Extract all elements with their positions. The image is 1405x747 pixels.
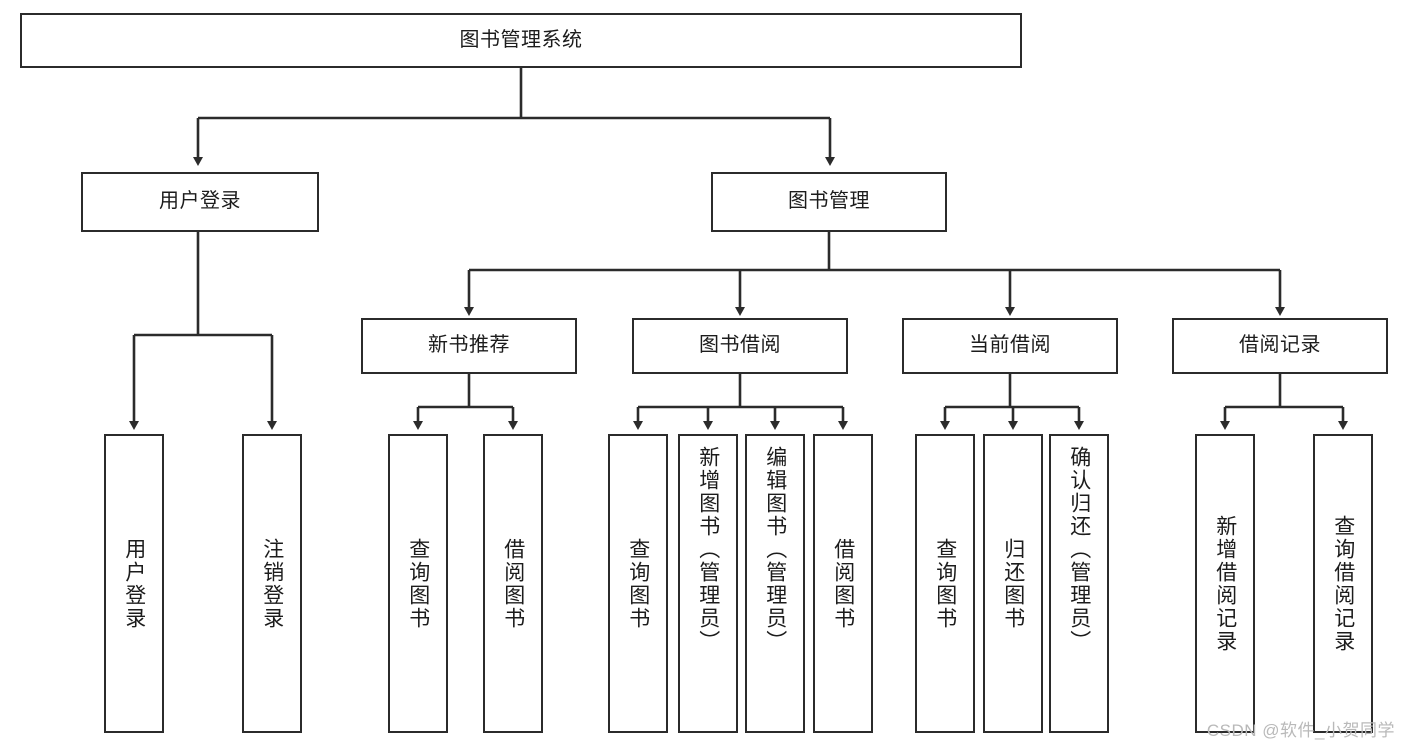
leaf-confirm-return-label: 确认归还（管理员） (1067, 446, 1091, 653)
leaf-query-book-3-label: 查询图书 (933, 537, 957, 630)
node-borrow-record-label: 借阅记录 (1239, 334, 1321, 357)
watermark-text: CSDN @软件_小贺同学 (1206, 721, 1395, 740)
node-book-borrow-label: 图书借阅 (699, 334, 781, 357)
leaf-borrow-book-2-label: 借阅图书 (831, 537, 855, 630)
leaf-add-book-label: 新增图书（管理员） (696, 446, 720, 653)
node-current-borrow-label: 当前借阅 (969, 334, 1051, 357)
node-root[interactable]: 图书管理系统 (20, 13, 1022, 68)
leaf-add-record-label: 新增借阅记录 (1213, 514, 1237, 653)
leaf-query-book-2[interactable]: 查询图书 (608, 434, 668, 733)
node-borrow-record[interactable]: 借阅记录 (1172, 318, 1388, 374)
node-book-borrow[interactable]: 图书借阅 (632, 318, 848, 374)
node-book-manage-label: 图书管理 (788, 190, 870, 213)
leaf-borrow-book-2[interactable]: 借阅图书 (813, 434, 873, 733)
leaf-query-record[interactable]: 查询借阅记录 (1313, 434, 1373, 733)
node-user-login-label: 用户登录 (159, 190, 241, 213)
leaf-query-book-1-label: 查询图书 (406, 537, 430, 630)
node-new-book-recommend[interactable]: 新书推荐 (361, 318, 577, 374)
leaf-query-record-label: 查询借阅记录 (1331, 514, 1355, 653)
leaf-user-login[interactable]: 用户登录 (104, 434, 164, 733)
node-current-borrow[interactable]: 当前借阅 (902, 318, 1118, 374)
leaf-query-book-1[interactable]: 查询图书 (388, 434, 448, 733)
leaf-borrow-book-1[interactable]: 借阅图书 (483, 434, 543, 733)
leaf-borrow-book-1-label: 借阅图书 (501, 537, 525, 630)
leaf-edit-book[interactable]: 编辑图书（管理员） (745, 434, 805, 733)
leaf-logout-login[interactable]: 注销登录 (242, 434, 302, 733)
leaf-query-book-3[interactable]: 查询图书 (915, 434, 975, 733)
node-root-label: 图书管理系统 (459, 28, 583, 51)
leaf-logout-login-label: 注销登录 (260, 537, 284, 630)
leaf-user-login-label: 用户登录 (122, 537, 146, 630)
node-book-manage[interactable]: 图书管理 (711, 172, 947, 232)
leaf-return-book[interactable]: 归还图书 (983, 434, 1043, 733)
leaf-return-book-label: 归还图书 (1001, 537, 1025, 630)
leaf-confirm-return[interactable]: 确认归还（管理员） (1049, 434, 1109, 733)
leaf-add-book[interactable]: 新增图书（管理员） (678, 434, 738, 733)
node-new-book-recommend-label: 新书推荐 (428, 334, 510, 357)
leaf-query-book-2-label: 查询图书 (626, 537, 650, 630)
node-user-login[interactable]: 用户登录 (81, 172, 319, 232)
leaf-edit-book-label: 编辑图书（管理员） (763, 446, 787, 653)
leaf-add-record[interactable]: 新增借阅记录 (1195, 434, 1255, 733)
